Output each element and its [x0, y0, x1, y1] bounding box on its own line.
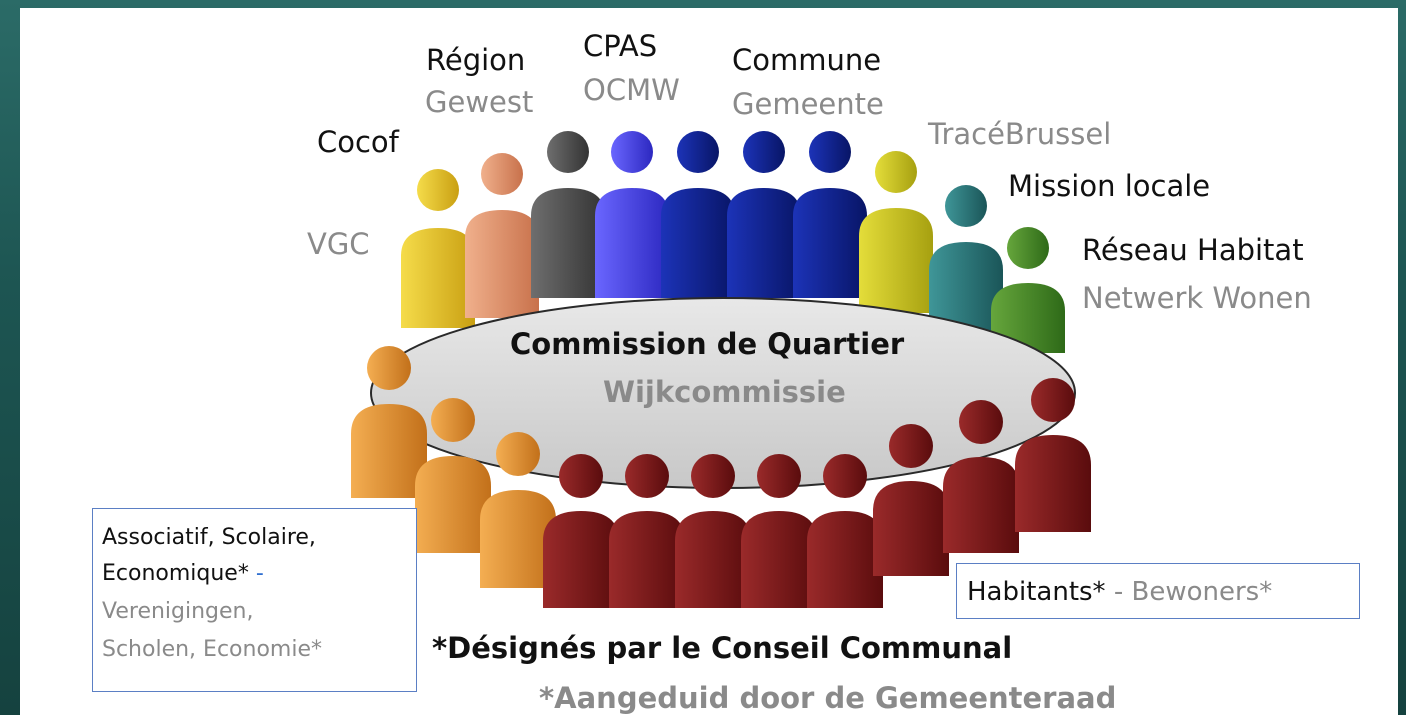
slide-panel: Région Gewest CPAS OCMW Commune Gemeente… — [20, 8, 1398, 715]
label-region-nl: Gewest — [425, 85, 534, 119]
person-habitant-1 — [543, 454, 619, 608]
person-cpas — [595, 131, 669, 298]
person-cocof — [401, 169, 475, 328]
person-assoc-3 — [480, 432, 556, 588]
person-assoc-1 — [351, 346, 427, 498]
person-commune-2 — [793, 131, 867, 298]
person-cpas-2 — [661, 131, 735, 298]
assoc-line-1: Associatif, Scolaire, — [102, 525, 316, 550]
meeting-diagram — [351, 131, 1091, 608]
label-vgc: VGC — [307, 227, 370, 261]
assoc-line-4: Scholen, Economie* — [102, 637, 322, 662]
person-trace — [859, 151, 933, 313]
person-region — [465, 153, 539, 318]
person-habitant-4 — [741, 454, 817, 608]
habitants-nl: Bewoners* — [1131, 577, 1273, 607]
person-habitant-7 — [943, 400, 1019, 553]
person-assoc-2 — [415, 398, 491, 553]
person-commune — [727, 131, 801, 298]
person-habitant-6 — [873, 424, 949, 576]
footnote-fr: *Désignés par le Conseil Communal — [432, 631, 1013, 665]
person-habitant-2 — [609, 454, 685, 608]
label-cocof: Cocof — [317, 125, 399, 159]
person-habitant-5 — [807, 454, 883, 608]
footnote-nl: *Aangeduid door de Gemeenteraad — [539, 681, 1117, 715]
habitants-legend-box: Habitants* - Bewoners* — [956, 563, 1360, 619]
label-reseau-habitat: Réseau Habitat — [1082, 233, 1304, 267]
label-cpas-nl: OCMW — [583, 73, 680, 107]
label-netwerk-wonen: Netwerk Wonen — [1082, 281, 1312, 315]
label-tracebrussel: TracéBrussel — [928, 117, 1112, 151]
assoc-line-2-sep: - — [248, 561, 264, 586]
assoc-legend-box: Associatif, Scolaire, Economique* - Vere… — [92, 508, 417, 692]
habitants-line: Habitants* - Bewoners* — [967, 579, 1272, 605]
habitants-fr: Habitants* — [967, 577, 1106, 607]
habitants-sep: - — [1105, 577, 1132, 607]
person-habitant-8 — [1015, 378, 1091, 532]
label-mission-locale: Mission locale — [1008, 169, 1211, 203]
label-commune-fr: Commune — [732, 43, 882, 77]
label-region-fr: Région — [426, 43, 526, 77]
assoc-line-3: Verenigingen, — [102, 599, 254, 624]
assoc-line-2: Economique* - — [102, 563, 264, 585]
label-commune-nl: Gemeente — [732, 87, 884, 121]
center-title-fr: Commission de Quartier — [510, 327, 905, 361]
center-title-nl: Wijkcommissie — [603, 375, 846, 409]
person-mission — [929, 185, 1003, 338]
label-cpas-fr: CPAS — [583, 29, 658, 63]
person-region-grey — [531, 131, 605, 298]
assoc-line-2-fr: Economique* — [102, 561, 249, 586]
person-reseau — [991, 227, 1065, 353]
person-habitant-3 — [675, 454, 751, 608]
